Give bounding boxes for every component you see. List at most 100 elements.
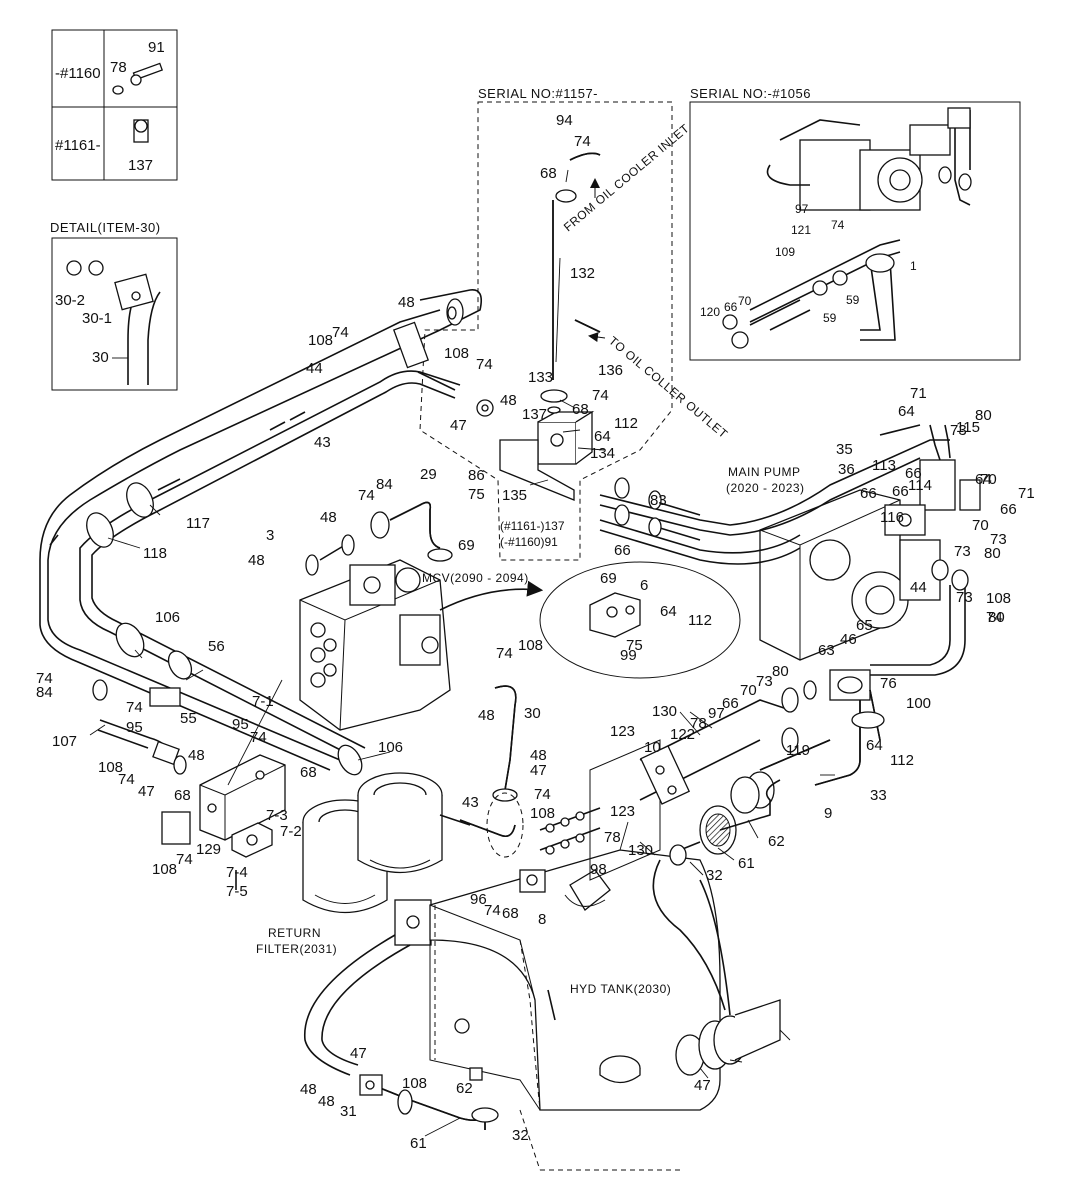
part-label-108: 108 — [986, 590, 1011, 607]
part-label-78: 78 — [604, 829, 621, 846]
part-label-74: 74 — [332, 324, 349, 341]
suction-and-return-pipes — [39, 289, 483, 776]
part-label-62: 62 — [768, 833, 785, 850]
part-label-118: 118 — [143, 545, 167, 562]
part-label-63: 63 — [818, 642, 835, 659]
note-mcv: MCV(2090 - 2094) — [422, 571, 529, 585]
part-label-83: 83 — [650, 492, 667, 509]
manifold-assembly — [539, 680, 817, 855]
part-label-7-1: 7-1 — [252, 693, 274, 710]
part-label-30: 30 — [524, 705, 541, 722]
part-label-32: 32 — [512, 1127, 529, 1144]
part-label-73: 73 — [954, 543, 971, 560]
part-label-66: 66 — [860, 485, 877, 502]
part-label-74: 74 — [496, 645, 513, 662]
part-label-119: 119 — [786, 742, 810, 759]
part-label-84: 84 — [376, 476, 393, 493]
part-label-71: 71 — [1018, 485, 1035, 502]
old-label-74: 74 — [831, 218, 845, 232]
part-label-6: 6 — [640, 577, 648, 594]
main-pump — [599, 424, 981, 676]
part-label-35: 35 — [836, 441, 853, 458]
part-label-64: 64 — [975, 471, 992, 488]
note-serial-91: (-#1160)91 — [500, 535, 558, 549]
part-label-134: 134 — [590, 445, 615, 462]
part-label-62: 62 — [456, 1080, 473, 1097]
part-label-48: 48 — [300, 1081, 317, 1098]
part-label-48: 48 — [248, 552, 265, 569]
part-label-74: 74 — [592, 387, 609, 404]
part-label-106: 106 — [378, 739, 403, 756]
part-label-75: 75 — [626, 637, 643, 654]
part-label-133: 133 — [528, 369, 553, 386]
part-label-56: 56 — [208, 638, 225, 655]
part-label-68: 68 — [502, 905, 519, 922]
hyd-tank — [429, 739, 781, 1171]
note-hyd-tank: HYD TANK(2030) — [570, 982, 671, 996]
part-label-48: 48 — [318, 1093, 335, 1110]
old-label-59a: 59 — [846, 293, 860, 307]
serial-new-section: SERIAL NO:#1157- — [419, 86, 673, 561]
part-label-116: 116 — [880, 509, 904, 526]
detail-label-30: 30 — [92, 349, 109, 366]
part-label-70: 70 — [980, 471, 997, 488]
part-label-36: 36 — [838, 461, 855, 478]
part-label-108: 108 — [444, 345, 469, 362]
part-label-71: 71 — [910, 385, 927, 402]
part-label-123: 123 — [610, 723, 635, 740]
part-label-135: 135 — [502, 487, 527, 504]
part-label-100: 100 — [906, 695, 931, 712]
part-label-66: 66 — [905, 465, 922, 482]
part-label-112: 112 — [890, 752, 914, 769]
part-label-43: 43 — [314, 434, 331, 451]
part-label-7-3: 7-3 — [266, 807, 288, 824]
leader-lines — [89, 169, 835, 1137]
part-label-48: 48 — [530, 747, 547, 764]
part-label-31: 31 — [340, 1103, 357, 1120]
part-label-112: 112 — [688, 612, 712, 629]
detail-label-30-1: 30-1 — [82, 310, 112, 327]
part-label-48: 48 — [478, 707, 495, 724]
part-label-69: 69 — [600, 570, 617, 587]
part-label-115: 115 — [956, 419, 980, 436]
part-label-66: 66 — [892, 483, 909, 500]
part-label-68: 68 — [540, 165, 557, 182]
part-label-117: 117 — [186, 515, 210, 532]
serial-table: -#1160 91 78 #1161- 137 — [51, 29, 178, 181]
part-label-130: 130 — [628, 842, 653, 859]
part-label-73: 73 — [956, 589, 973, 606]
return-filter — [302, 772, 443, 1076]
part-label-47: 47 — [450, 417, 467, 434]
old-label-109: 109 — [775, 245, 795, 259]
part-label-29: 29 — [420, 466, 437, 483]
part-label-74: 74 — [176, 851, 193, 868]
pipe-31-assembly — [359, 1074, 499, 1130]
part-137-label: 137 — [128, 157, 153, 174]
part-label-32: 32 — [706, 867, 723, 884]
part-label-130: 130 — [652, 703, 677, 720]
part-label-123: 123 — [610, 803, 635, 820]
part-label-106: 106 — [155, 609, 180, 626]
part-label-86: 86 — [468, 467, 485, 484]
part-label-64: 64 — [898, 403, 915, 420]
detail-label-30-2: 30-2 — [55, 292, 85, 309]
part-label-73: 73 — [990, 531, 1007, 548]
part-label-136: 136 — [598, 362, 623, 379]
part-label-10: 10 — [644, 739, 661, 756]
part-label-44: 44 — [306, 360, 323, 377]
part-label-80: 80 — [772, 663, 789, 680]
part-label-70: 70 — [740, 682, 757, 699]
part-label-108: 108 — [308, 332, 333, 349]
part-label-108: 108 — [402, 1075, 427, 1092]
serial-new-title: SERIAL NO:#1157- — [478, 86, 598, 101]
part-91-label: 91 — [148, 39, 165, 56]
part-label-108: 108 — [530, 805, 555, 822]
part-label-46: 46 — [840, 631, 857, 648]
part-label-137: 137 — [522, 406, 547, 423]
old-label-121: 121 — [791, 223, 811, 237]
detail-title: DETAIL(ITEM-30) — [50, 220, 161, 235]
part-label-70: 70 — [972, 517, 989, 534]
part-label-47: 47 — [530, 762, 547, 779]
